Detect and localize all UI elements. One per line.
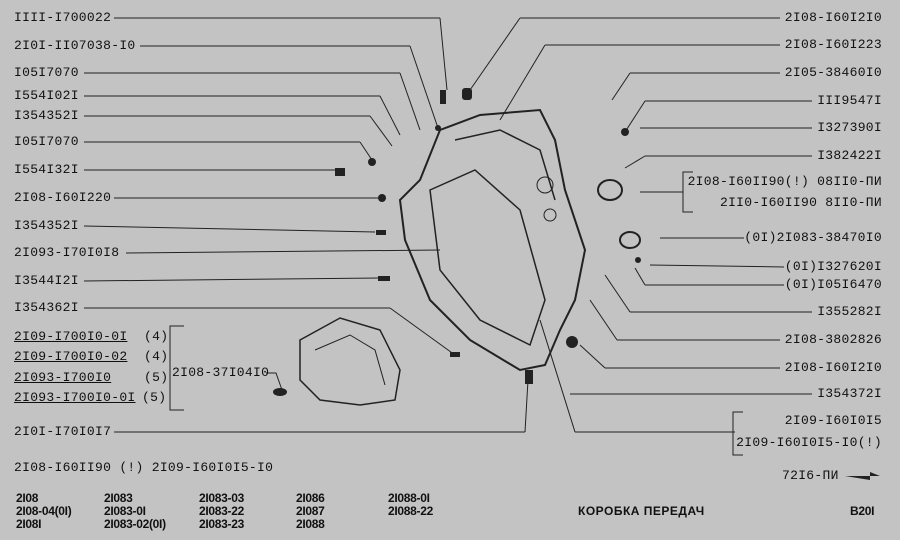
model-code: 2I083-02(0I) bbox=[104, 517, 166, 531]
gearbox-variant-code: 2I09-I700I0-02 bbox=[14, 349, 128, 364]
page-code: B20I bbox=[850, 504, 875, 518]
part-label: 2I08-I60I2I0 bbox=[784, 10, 882, 25]
gearbox-variant-code: 2I093-I700I0 bbox=[14, 370, 112, 385]
part-label: 2I09-I60I0I5-I0(!) bbox=[736, 435, 882, 450]
part-label: (0I)2I083-38470I0 bbox=[744, 230, 882, 245]
part-label: I382422I bbox=[817, 148, 882, 163]
part-label: I354362I bbox=[14, 300, 79, 315]
model-code: 2I083-03 bbox=[199, 491, 244, 505]
part-label: 2I08-I60I223 bbox=[784, 37, 882, 52]
model-code: 2I088-22 bbox=[388, 504, 433, 518]
gearbox-variant-code: 2I093-I700I0-0I bbox=[14, 390, 136, 405]
part-label: I354352I bbox=[14, 108, 79, 123]
model-code: 2I086 bbox=[296, 491, 325, 505]
part-label: I355282I bbox=[817, 304, 882, 319]
model-code: 2I087 bbox=[296, 504, 325, 518]
model-code: 2I083-0I bbox=[104, 504, 146, 518]
model-code: 2I083-23 bbox=[199, 517, 244, 531]
gearbox-variant-code: 2I09-I700I0-0I bbox=[14, 329, 128, 344]
model-code: 2I088-0I bbox=[388, 491, 430, 505]
inset-part-label: 2I08-37I04I0 bbox=[172, 365, 270, 380]
part-label: 2I08-3802826 bbox=[784, 332, 882, 347]
part-label: 2I093-I70I0I8 bbox=[14, 245, 120, 260]
continuation-ref: 72I6-ПИ bbox=[782, 468, 839, 483]
part-label: 2I08-I60II90(!) 08II0-ПИ bbox=[687, 174, 882, 189]
part-label: 2I08-I60I220 bbox=[14, 190, 112, 205]
part-label: 2I0I-II07038-I0 bbox=[14, 38, 136, 53]
note: 2I08-I60II90 (!) 2I09-I60I0I5-I0 bbox=[14, 460, 274, 475]
part-label: I354372I bbox=[817, 386, 882, 401]
gearbox-variant-qty: (4) bbox=[144, 329, 169, 344]
part-label: I354352I bbox=[14, 218, 79, 233]
part-label: 2II0-I60II90 8II0-ПИ bbox=[719, 195, 882, 210]
part-label: IIII-I700022 bbox=[14, 10, 112, 25]
part-label: III9547I bbox=[817, 93, 882, 108]
model-code: 2I088 bbox=[296, 517, 325, 531]
part-label: (0I)I327620I bbox=[784, 259, 882, 274]
diagram-title: КОРОБКА ПЕРЕДАЧ bbox=[578, 504, 705, 518]
gearbox-variant-qty: (5) bbox=[144, 370, 169, 385]
model-code: 2I083-22 bbox=[199, 504, 244, 518]
part-label: I554I32I bbox=[14, 162, 79, 177]
model-code: 2I08I bbox=[16, 517, 42, 531]
part-label: I327390I bbox=[817, 120, 882, 135]
part-label: I554I02I bbox=[14, 88, 79, 103]
model-code: 2I083 bbox=[104, 491, 133, 505]
model-code: 2I08-04(0I) bbox=[16, 504, 72, 518]
part-label: 2I08-I60I2I0 bbox=[784, 360, 882, 375]
part-label: I05I7070 bbox=[14, 134, 79, 149]
part-label: 2I05-38460I0 bbox=[784, 65, 882, 80]
model-code: 2I08 bbox=[16, 491, 39, 505]
part-label: I3544I2I bbox=[14, 273, 79, 288]
gearbox-variant-qty: (5) bbox=[142, 390, 167, 405]
part-label: 2I0I-I70I0I7 bbox=[14, 424, 112, 439]
part-label: 2I09-I60I0I5 bbox=[784, 413, 882, 428]
part-label: (0I)I05I6470 bbox=[784, 277, 882, 292]
gearbox-variant-qty: (4) bbox=[144, 349, 169, 364]
part-label: I05I7070 bbox=[14, 65, 79, 80]
